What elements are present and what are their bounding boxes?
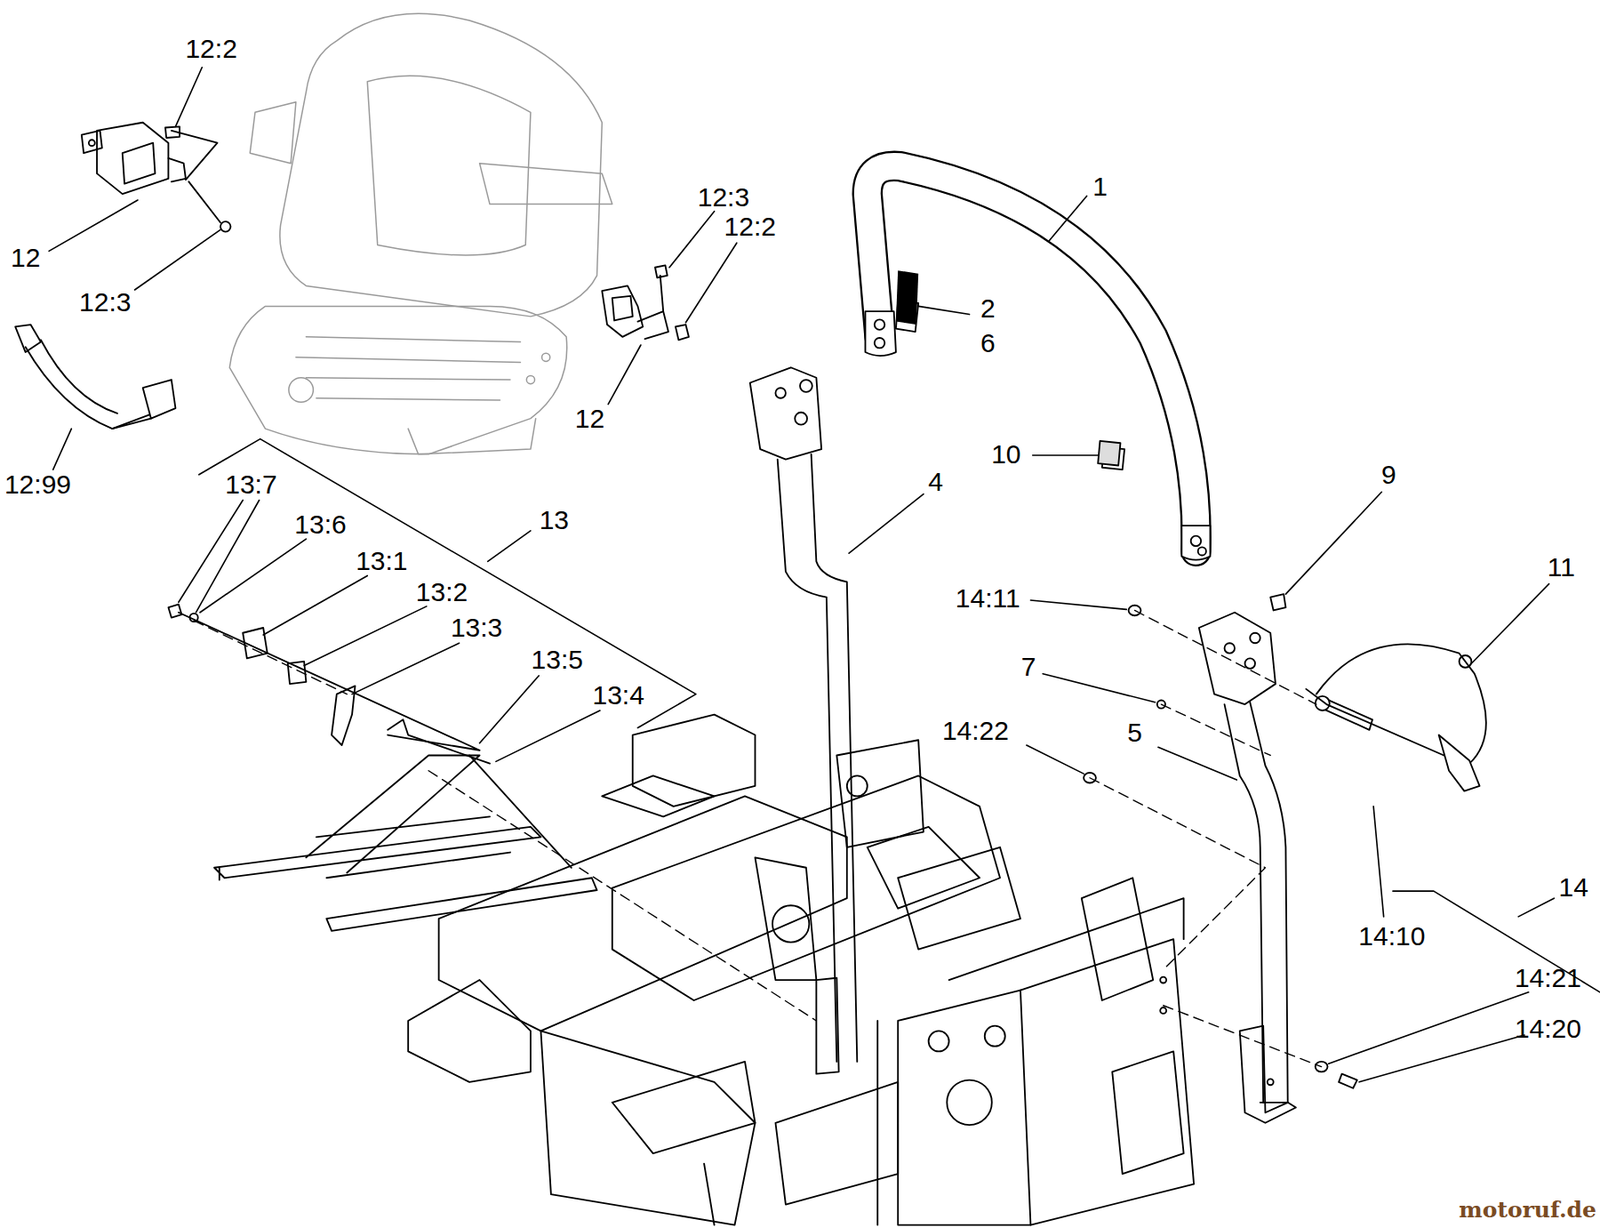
- roll-bar-post: [1199, 612, 1296, 1123]
- callout-number: 13:5: [531, 646, 584, 673]
- callout-number: 13:6: [294, 511, 346, 538]
- roll-bar-post: [750, 367, 858, 1073]
- chassis-frame: [408, 714, 1194, 1225]
- callout-number: 12:99: [4, 471, 72, 498]
- callout-number: 14: [1558, 873, 1588, 901]
- callout-number: 12:2: [184, 35, 237, 63]
- assembly-line: [193, 609, 1321, 1066]
- leader-line: [48, 67, 1600, 1082]
- callout-number: 11: [1547, 553, 1576, 581]
- callout-number: 10: [991, 440, 1021, 468]
- callout-number: 2: [980, 295, 996, 322]
- decal: [1097, 440, 1120, 466]
- lanyard-pin: [1305, 643, 1486, 791]
- callout-number: 13: [539, 506, 569, 534]
- callout-number: 4: [928, 468, 944, 496]
- callout-number: 13:4: [592, 681, 644, 709]
- callout-number: 13:2: [416, 578, 468, 606]
- callout-number: 12: [575, 405, 605, 432]
- callout-number: 14:21: [1514, 964, 1582, 992]
- callout-number: 14:20: [1514, 1015, 1582, 1042]
- callout-number: 13:7: [224, 471, 277, 498]
- callout-number: 14:22: [942, 717, 1009, 744]
- callout-number: 12:2: [724, 213, 776, 240]
- callout-number: 14:11: [955, 584, 1021, 612]
- callout-number: 12:3: [79, 288, 131, 316]
- watermark: motoruf.de: [1458, 1198, 1597, 1221]
- callout-number: 13:1: [355, 547, 408, 575]
- callout-number: 9: [1381, 461, 1397, 488]
- callout-number: 6: [980, 329, 996, 357]
- callout-number: 7: [1021, 653, 1037, 680]
- seat-outline: [229, 13, 612, 455]
- callout-number: 12:3: [697, 184, 750, 211]
- callout-number: 5: [1127, 719, 1143, 746]
- callout-number: 13:3: [450, 614, 503, 641]
- seat-belt-retractor: [15, 122, 231, 429]
- callout-number: 1: [1092, 173, 1108, 200]
- roll-bar-hoop: [864, 166, 1210, 560]
- fastener: [1083, 593, 1373, 1088]
- decal: [896, 270, 919, 325]
- callout-number: 12: [10, 244, 40, 272]
- callout-number: 14:10: [1358, 922, 1425, 950]
- seat-belt-buckle: [601, 264, 689, 340]
